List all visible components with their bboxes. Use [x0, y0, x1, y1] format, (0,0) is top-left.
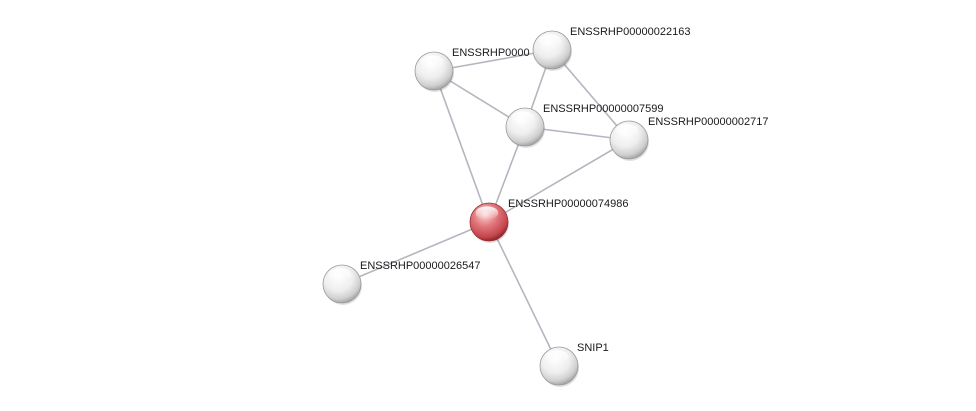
node-label: ENSSRHP00000022163 [570, 26, 690, 38]
node-highlight [545, 350, 569, 364]
node-n1[interactable]: ENSSRHP00000022163 [532, 26, 690, 71]
edge-n1-n4 [551, 49, 630, 141]
edge-n4-n5 [488, 139, 630, 223]
node-label: ENSSRHP00000007599 [543, 103, 663, 115]
node-highlight [615, 124, 639, 138]
node-highlight [420, 55, 444, 69]
node-highlight [328, 268, 352, 282]
edge-n2-n1 [433, 49, 553, 72]
node-label: ENSSRHP00000074986 [508, 198, 628, 210]
node-highlight [511, 111, 535, 125]
node-label: ENSSRHP0000 40 [452, 47, 545, 59]
edge-n5-n6 [341, 221, 490, 285]
node-n7[interactable]: SNIP1 [539, 342, 609, 387]
edge-n5-n7 [488, 221, 560, 367]
node-n4[interactable]: ENSSRHP00000002717 [609, 116, 768, 161]
node-highlight [475, 206, 499, 220]
node-label: SNIP1 [577, 342, 609, 354]
node-label: ENSSRHP00000026547 [360, 260, 480, 272]
node-n5[interactable]: ENSSRHP00000074986 [469, 198, 628, 243]
node-n6[interactable]: ENSSRHP00000026547 [322, 260, 480, 305]
node-n2[interactable]: ENSSRHP0000 40 [414, 47, 545, 92]
node-label: ENSSRHP00000002717 [648, 116, 768, 128]
edge-n2-n5 [433, 70, 490, 223]
node-highlight [538, 34, 562, 48]
node-n3[interactable]: ENSSRHP00000007599 [505, 103, 663, 148]
node-layer: ENSSRHP0000 40ENSSRHP00000007599ENSSRHP0… [322, 26, 768, 387]
